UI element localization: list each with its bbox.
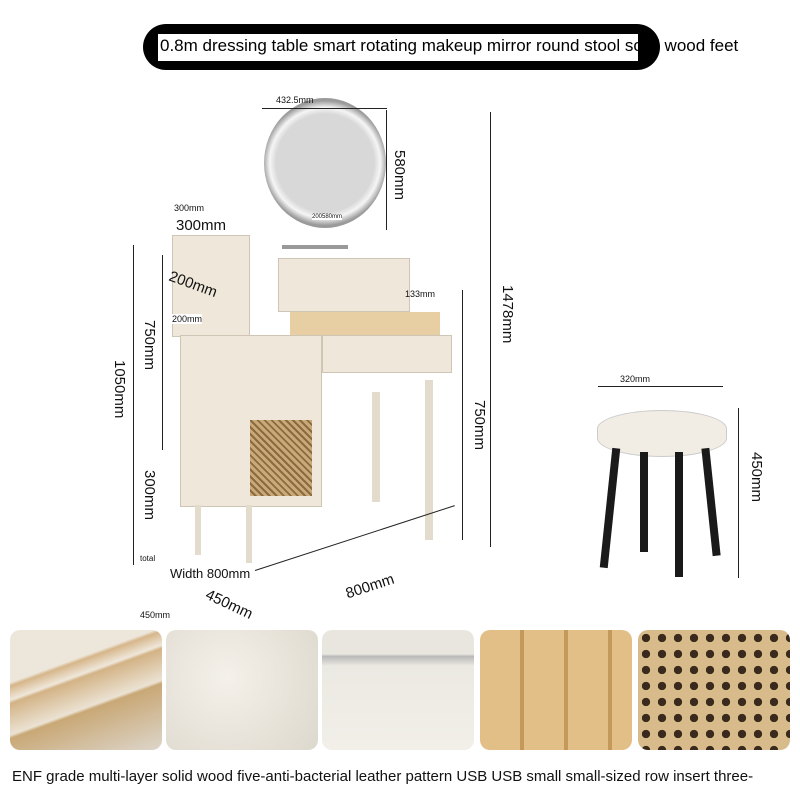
total-height-line: [490, 112, 491, 547]
side-depth-small-label: 200mm: [172, 314, 203, 324]
cabinet-height-label: 750mm: [141, 320, 158, 371]
total-small-label: total: [140, 554, 156, 563]
left-leg: [195, 505, 201, 555]
stool-width-line: [598, 386, 723, 387]
overall-left-height-label: 1050mm: [111, 360, 128, 419]
mirror-stand: [282, 245, 348, 249]
side-top-large-label: 300mm: [176, 217, 227, 234]
right-cabinet-leg: [246, 505, 252, 563]
photo-multilayer-wood: [10, 630, 162, 750]
total-height-label: 1478mm: [499, 285, 516, 344]
mirror-width-label: 432.5mm: [276, 95, 314, 105]
stool-leg: [675, 452, 683, 577]
photo-rattan-weave: [638, 630, 790, 750]
side-top-small-label: 300mm: [174, 203, 205, 213]
middle-leg: [372, 392, 380, 502]
cabinet-height-line: [162, 255, 163, 450]
photo-drawer-organizer: [480, 630, 632, 750]
features-caption: ENF grade multi-layer solid wood five-an…: [12, 768, 754, 785]
depth-large-label: 450mm: [202, 586, 256, 623]
depth-small-label: 450mm: [140, 610, 171, 620]
stool-leg: [701, 447, 721, 557]
width-label: Width 800mm: [170, 566, 251, 581]
desk-height-line: [462, 290, 463, 540]
leg-height-label: 300mm: [141, 470, 158, 521]
hutch: [278, 258, 410, 312]
desk-drawer: [322, 335, 452, 373]
photo-usb-power-strip: [322, 630, 474, 750]
overall-left-height-line: [133, 245, 134, 565]
mirror-small-label: 200580mm: [312, 214, 343, 220]
mirror-width-line: [262, 108, 387, 109]
desk-glass-top: [290, 312, 440, 338]
stool-height-line: [738, 408, 739, 578]
desk-height-label: 750mm: [471, 400, 488, 451]
right-leg: [425, 380, 433, 540]
rattan-door: [250, 420, 312, 496]
round-mirror: [264, 98, 386, 228]
title-banner-text: 0.8m dressing table smart rotating makeu…: [160, 36, 739, 55]
mirror-height-line: [386, 110, 387, 230]
photo-leather-pattern: [166, 630, 318, 750]
hutch-height-label: 133mm: [405, 289, 436, 299]
mirror-height-label: 580mm: [391, 150, 408, 201]
stool-leg: [640, 452, 648, 552]
width-large-label: 800mm: [343, 570, 397, 603]
title-banner-inner: [158, 34, 638, 61]
stool-width-label: 320mm: [620, 374, 651, 384]
stool-leg: [599, 447, 621, 569]
stool-height-label: 450mm: [748, 452, 765, 503]
